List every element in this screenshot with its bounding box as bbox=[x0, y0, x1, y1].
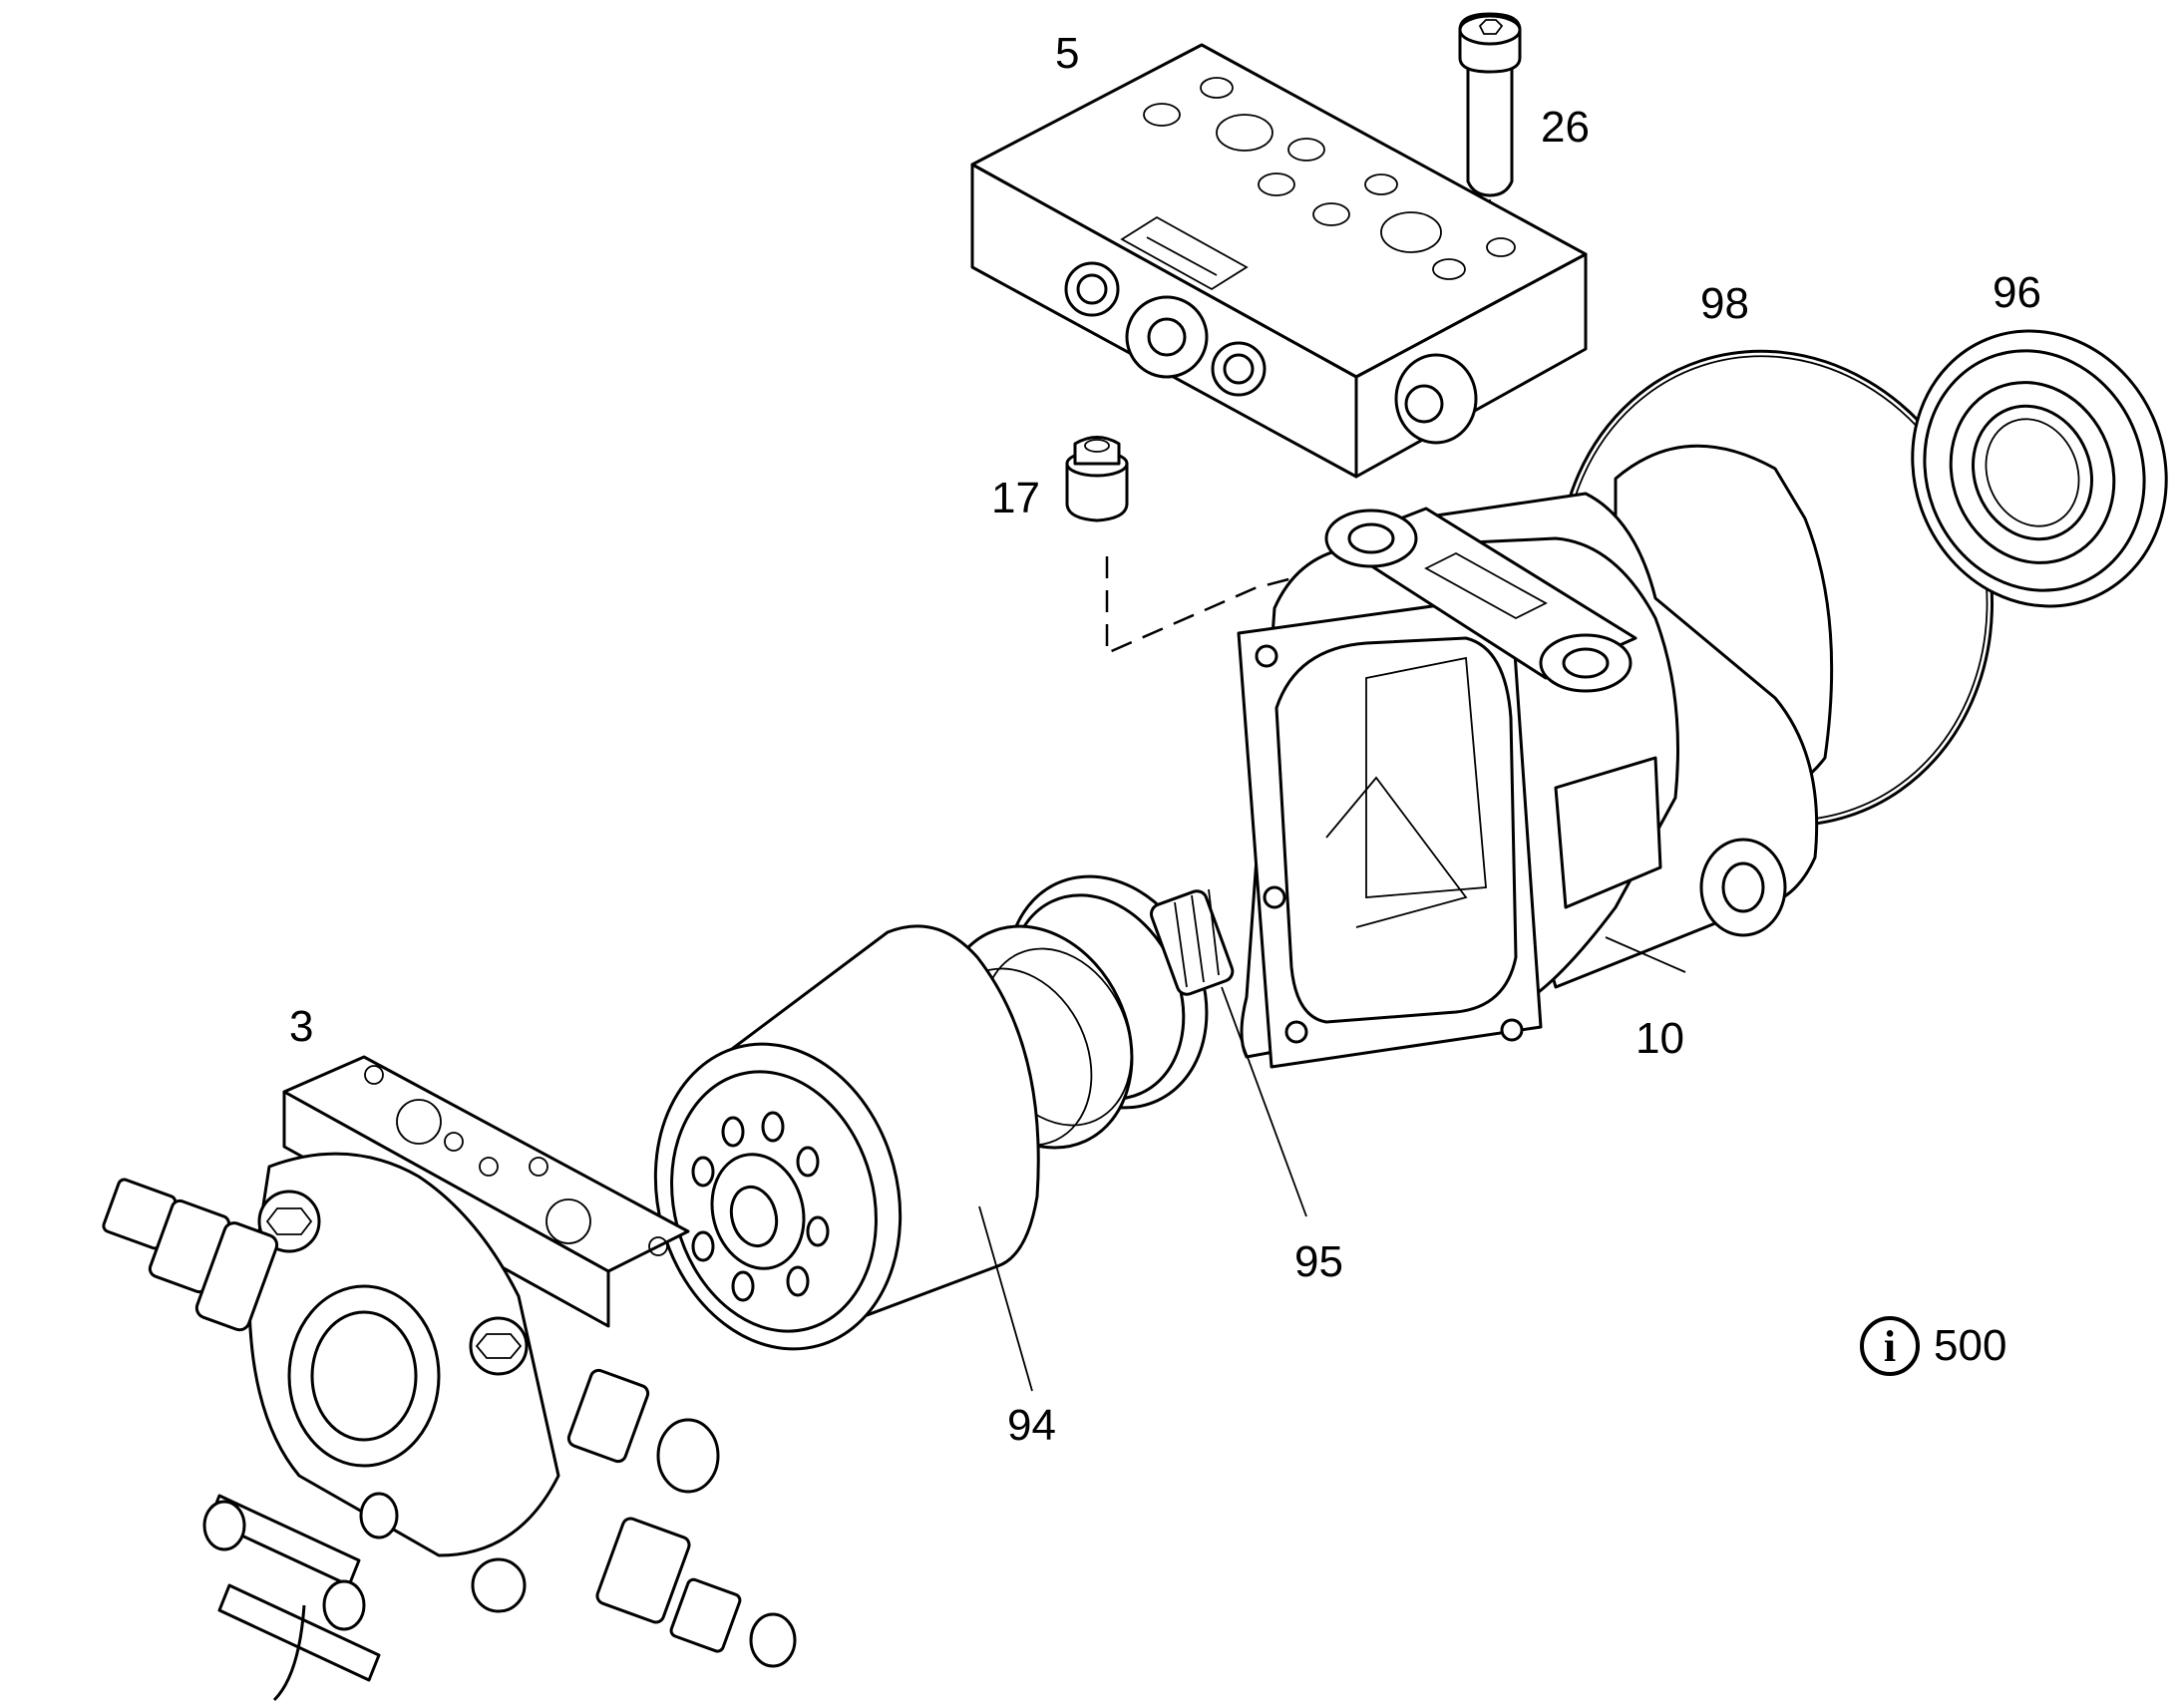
part-5-valve-block[interactable] bbox=[970, 43, 1588, 479]
callout-3: 3 bbox=[289, 1002, 314, 1051]
callout-98: 98 bbox=[1700, 279, 1749, 328]
part-26-cap-screw[interactable] bbox=[1458, 12, 1522, 231]
callout-10: 10 bbox=[1635, 1014, 1684, 1063]
callout-96: 96 bbox=[1993, 268, 2041, 317]
info-icon: i bbox=[1860, 1316, 1920, 1376]
callout-26: 26 bbox=[1541, 103, 1590, 152]
part-94-cylinder-barrel[interactable] bbox=[622, 924, 1040, 1377]
callout-17: 17 bbox=[991, 474, 1040, 522]
callout-5: 5 bbox=[1055, 29, 1080, 78]
part-96-shaft-seal[interactable] bbox=[1872, 292, 2180, 644]
callout-95: 95 bbox=[1294, 1237, 1343, 1286]
leader-94 bbox=[978, 1205, 1033, 1392]
part-3-control-unit[interactable] bbox=[102, 1055, 797, 1702]
leader-95 bbox=[1221, 986, 1307, 1217]
callout-94: 94 bbox=[1007, 1401, 1056, 1450]
part-17-plug[interactable] bbox=[1065, 436, 1129, 522]
info-reference-number: 500 bbox=[1934, 1321, 2007, 1370]
part-10-housing[interactable] bbox=[1237, 444, 1834, 1069]
info-reference: i 500 bbox=[1860, 1314, 2006, 1378]
